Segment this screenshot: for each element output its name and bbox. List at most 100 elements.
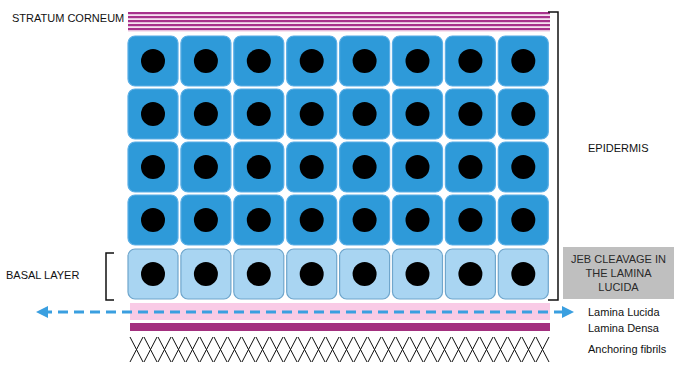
fibril — [480, 337, 493, 362]
cell-body — [393, 89, 443, 139]
fibril — [438, 337, 451, 362]
fibril — [340, 337, 353, 362]
cell-body — [181, 249, 231, 299]
fibril — [438, 337, 451, 362]
epidermal-cell — [128, 195, 178, 245]
fibril — [368, 337, 381, 362]
nucleus — [194, 208, 218, 232]
fibril — [410, 337, 423, 362]
label-text: STRATUM CORNEUM — [12, 12, 124, 24]
nucleus — [353, 102, 377, 126]
cell-body — [498, 195, 548, 245]
epidermal-cell — [393, 195, 443, 245]
nucleus — [247, 102, 271, 126]
fibril — [508, 337, 521, 362]
nucleus — [300, 102, 324, 126]
label-text: Lamina Densa — [588, 322, 659, 334]
cell-body — [498, 36, 548, 86]
nucleus — [458, 49, 482, 73]
epidermal-cell — [445, 142, 495, 192]
cell-body — [234, 195, 284, 245]
nucleus — [247, 155, 271, 179]
epidermal-cell — [340, 36, 390, 86]
cell-body — [181, 36, 231, 86]
fibril — [242, 337, 255, 362]
fibril — [536, 337, 549, 362]
epidermal-cell — [498, 142, 548, 192]
epidermal-cell — [128, 36, 178, 86]
fibril — [396, 337, 409, 362]
nucleus — [458, 262, 482, 286]
callout-box: JEB CLEAVAGE IN THE LAMINA LUCIDA — [563, 247, 674, 299]
fibril — [144, 337, 157, 362]
fibril — [396, 337, 409, 362]
nucleus — [300, 155, 324, 179]
fibril — [158, 337, 171, 362]
nucleus — [406, 208, 430, 232]
fibril — [186, 337, 199, 362]
anchoring-fibrils — [130, 337, 549, 362]
fibril — [536, 337, 549, 362]
nucleus — [511, 155, 535, 179]
fibril — [130, 337, 143, 362]
stratum-line — [128, 16, 550, 18]
fibril — [354, 337, 367, 362]
epidermal-cell — [340, 89, 390, 139]
cell-body — [340, 36, 390, 86]
stratum-line — [128, 12, 550, 14]
cell-grid — [128, 36, 548, 299]
fibril — [242, 337, 255, 362]
nucleus — [353, 155, 377, 179]
epidermal-cell — [181, 195, 231, 245]
fibril — [214, 337, 227, 362]
nucleus — [194, 262, 218, 286]
epidermal-cell — [287, 142, 337, 192]
nucleus — [406, 262, 430, 286]
cell-body — [393, 195, 443, 245]
epidermal-cell — [287, 195, 337, 245]
fibril — [382, 337, 395, 362]
fibril — [256, 337, 269, 362]
epidermal-cell — [128, 89, 178, 139]
basal-cell — [445, 249, 495, 299]
epidermis-bracket — [548, 12, 558, 300]
cell-body — [340, 249, 390, 299]
cell-body — [287, 195, 337, 245]
stratum-line — [128, 20, 550, 22]
nucleus — [511, 102, 535, 126]
fibril — [522, 337, 535, 362]
label-text: Lamina Lucida — [588, 306, 660, 318]
nucleus — [406, 155, 430, 179]
fibril — [298, 337, 311, 362]
epidermal-cell — [445, 36, 495, 86]
basal-cell — [498, 249, 548, 299]
fibril — [172, 337, 185, 362]
basal-cell — [340, 249, 390, 299]
fibril — [522, 337, 535, 362]
fibril — [494, 337, 507, 362]
basal-cell — [234, 249, 284, 299]
nucleus — [141, 49, 165, 73]
nucleus — [458, 208, 482, 232]
basal-bracket — [106, 253, 114, 300]
cell-body — [287, 249, 337, 299]
cell-body — [445, 195, 495, 245]
fibril — [368, 337, 381, 362]
fibril — [312, 337, 325, 362]
cell-body — [128, 195, 178, 245]
fibril — [354, 337, 367, 362]
fibril — [326, 337, 339, 362]
epidermal-cell — [234, 142, 284, 192]
epidermal-cell — [393, 142, 443, 192]
nucleus — [194, 102, 218, 126]
epidermal-cell — [393, 89, 443, 139]
nucleus — [141, 102, 165, 126]
fibril — [228, 337, 241, 362]
layer-label: Lamina Lucida — [588, 305, 660, 319]
epidermal-cell — [234, 36, 284, 86]
nucleus — [141, 262, 165, 286]
cell-body — [234, 249, 284, 299]
basal-cell — [287, 249, 337, 299]
fibril — [228, 337, 241, 362]
